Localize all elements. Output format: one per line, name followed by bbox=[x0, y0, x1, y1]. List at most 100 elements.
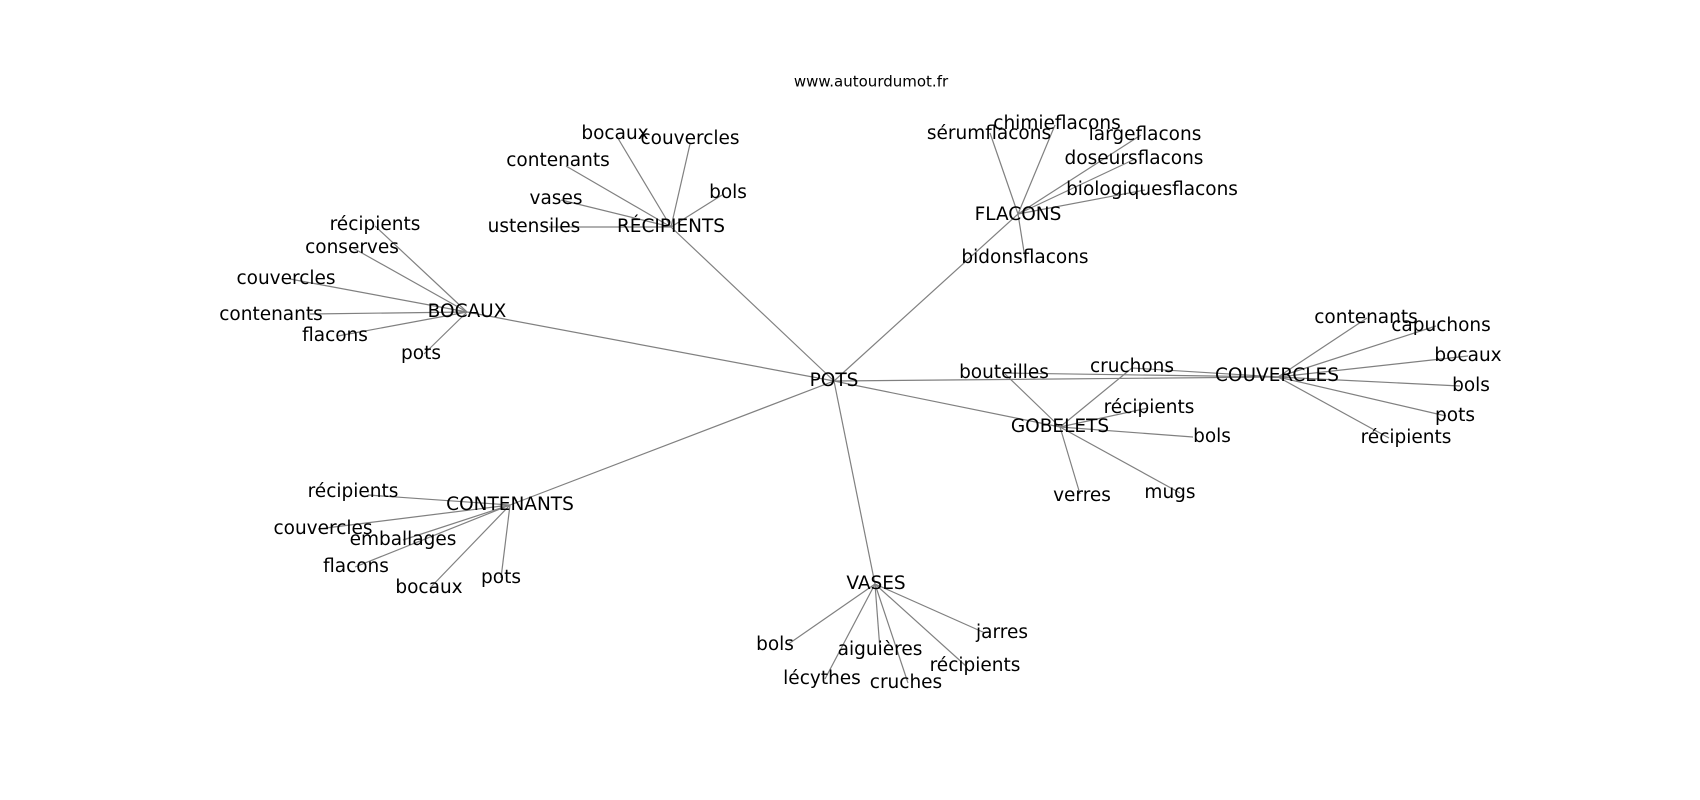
hub-to-leaf-edge bbox=[1003, 372, 1279, 378]
leaf-node-label: largeflacons bbox=[1089, 124, 1202, 145]
leaf-node-label: contenants bbox=[506, 150, 610, 171]
hub-to-leaf-edge bbox=[1277, 376, 1390, 439]
leaf-node-label: couvercles bbox=[640, 128, 739, 149]
hub-to-leaf-edge bbox=[874, 583, 986, 634]
leaf-node-label: récipients bbox=[308, 481, 399, 502]
leaf-node-label: capuchons bbox=[1391, 315, 1491, 336]
leaf-node-label: sérumflacons bbox=[927, 123, 1051, 144]
hub-to-leaf-edge bbox=[402, 504, 511, 541]
leaf-node-label: couvercles bbox=[273, 518, 372, 539]
hub-to-leaf-edge bbox=[1277, 376, 1461, 387]
hub-to-leaf-edge bbox=[670, 143, 691, 228]
leaf-node-label: conserves bbox=[305, 237, 399, 258]
center-node-label: POTS bbox=[810, 370, 859, 391]
graph-edges bbox=[289, 124, 1469, 684]
leaf-node-label: bols bbox=[1193, 426, 1231, 447]
hub-to-leaf-edge bbox=[309, 311, 468, 315]
leaf-node-label: vases bbox=[530, 188, 583, 209]
leaf-node-label: couvercles bbox=[236, 268, 335, 289]
leaf-node-label: récipients bbox=[930, 655, 1021, 676]
hub-to-leaf-edge bbox=[615, 134, 672, 228]
center-to-hub-edge bbox=[833, 380, 876, 585]
leaf-node-label: pots bbox=[1435, 405, 1475, 426]
hub-to-leaf-edge bbox=[423, 311, 468, 355]
leaf-node-label: flacons bbox=[302, 325, 368, 346]
hub-to-leaf-edge bbox=[1059, 426, 1181, 494]
hub-to-leaf-edge bbox=[1277, 317, 1368, 378]
hub-to-leaf-edge bbox=[989, 132, 1019, 215]
hub-to-leaf-edge bbox=[337, 311, 468, 337]
source-watermark: www.autourdumot.fr bbox=[794, 73, 949, 91]
hub-to-leaf-edge bbox=[1277, 376, 1447, 417]
leaf-node-label: emballages bbox=[350, 529, 457, 550]
leaf-node-label: jarres bbox=[975, 622, 1028, 643]
leaf-node-label: verres bbox=[1053, 485, 1111, 506]
leaf-node-label: récipients bbox=[1361, 427, 1452, 448]
hub-to-leaf-edge bbox=[560, 199, 672, 228]
leaf-node-label: bols bbox=[756, 634, 794, 655]
leaf-node-label: pots bbox=[481, 567, 521, 588]
leaf-node-label: mugs bbox=[1144, 482, 1195, 503]
hub-node-label: COUVERCLES bbox=[1215, 365, 1339, 386]
hub-to-leaf-edge bbox=[874, 583, 909, 684]
hub-node-label: BOCAUX bbox=[428, 301, 507, 322]
hub-to-leaf-edge bbox=[1059, 407, 1149, 428]
hub-to-leaf-edge bbox=[429, 504, 511, 589]
hub-node-label: CONTENANTS bbox=[446, 494, 574, 515]
hub-to-leaf-edge bbox=[1059, 426, 1081, 495]
hub-node-label: GOBELETS bbox=[1011, 416, 1109, 437]
hub-to-leaf-edge bbox=[1003, 372, 1061, 428]
center-to-hub-edge bbox=[466, 311, 835, 382]
leaf-node-label: bols bbox=[709, 182, 747, 203]
hub-to-leaf-edge bbox=[1131, 367, 1279, 378]
leaf-node-label: biologiquesflacons bbox=[1066, 179, 1238, 200]
leaf-node-label: récipients bbox=[1104, 397, 1195, 418]
hub-to-leaf-edge bbox=[1017, 189, 1146, 215]
hub-to-leaf-edge bbox=[289, 278, 468, 313]
leaf-node-label: pots bbox=[401, 343, 441, 364]
center-to-hub-edge bbox=[833, 376, 1279, 382]
leaf-node-label: contenants bbox=[1314, 307, 1418, 328]
leaf-node-label: flacons bbox=[323, 556, 389, 577]
leaf-node-label: bocaux bbox=[395, 577, 462, 598]
center-to-hub-edge bbox=[833, 213, 1019, 382]
center-to-hub-edge bbox=[509, 380, 835, 506]
leaf-node-label: bocaux bbox=[1434, 345, 1501, 366]
leaf-node-label: lécythes bbox=[783, 668, 861, 689]
hub-to-leaf-edge bbox=[1017, 213, 1026, 259]
leaf-node-label: contenants bbox=[219, 304, 323, 325]
hub-to-leaf-edge bbox=[500, 504, 511, 579]
leaf-node-label: doseursflacons bbox=[1065, 148, 1204, 169]
hub-to-leaf-edge bbox=[874, 583, 881, 651]
leaf-node-label: récipients bbox=[330, 214, 421, 235]
leaf-node-label: cruchons bbox=[1090, 356, 1174, 377]
hub-to-leaf-edge bbox=[1017, 158, 1136, 215]
hub-to-leaf-edge bbox=[367, 494, 511, 506]
leaf-node-label: bols bbox=[1452, 375, 1490, 396]
leaf-node-label: bocaux bbox=[581, 123, 648, 144]
center-to-hub-edge bbox=[670, 226, 835, 382]
leaf-node-label: cruches bbox=[870, 672, 942, 693]
hub-to-leaf-edge bbox=[1277, 325, 1437, 378]
hub-to-leaf-edge bbox=[1277, 355, 1469, 378]
hub-to-leaf-edge bbox=[1059, 367, 1133, 428]
hub-to-leaf-edge bbox=[565, 165, 672, 228]
hub-to-leaf-edge bbox=[1017, 124, 1056, 215]
hub-to-leaf-edge bbox=[874, 583, 967, 667]
hub-node-label: FLACONS bbox=[975, 204, 1062, 225]
hub-to-leaf-edge bbox=[1017, 134, 1142, 215]
hub-to-leaf-edge bbox=[354, 504, 511, 568]
leaf-node-label: chimieflacons bbox=[993, 113, 1120, 134]
hub-to-leaf-edge bbox=[824, 583, 876, 680]
leaf-node-label: ustensiles bbox=[488, 216, 581, 237]
hub-to-leaf-edge bbox=[1059, 426, 1194, 438]
hub-node-label: RÉCIPIENTS bbox=[617, 215, 725, 237]
leaf-node-label: bouteilles bbox=[959, 362, 1049, 383]
hub-to-leaf-edge bbox=[786, 583, 876, 646]
hub-to-leaf-edge bbox=[352, 247, 468, 313]
hub-to-leaf-edge bbox=[670, 194, 723, 228]
graph-labels: www.autourdumot.fr POTSRÉCIPIENTSbocauxc… bbox=[219, 73, 1501, 694]
hub-to-leaf-edge bbox=[317, 504, 511, 530]
center-to-hub-edge bbox=[833, 380, 1061, 428]
